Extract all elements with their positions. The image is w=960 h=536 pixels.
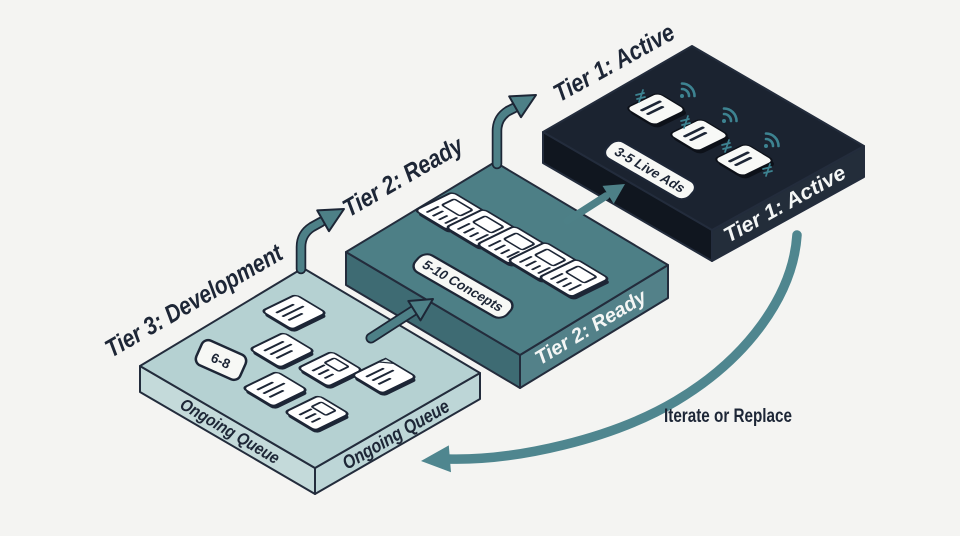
spark-icon: [680, 115, 691, 129]
elbow-arrow-tier3-to-tier2: [295, 208, 345, 275]
live-ad-icon: [670, 119, 729, 154]
tier-3-count-badge-label: 6-8: [209, 350, 233, 372]
broadcast-arcs-icon: [680, 82, 696, 98]
arrow-tier3-to-tier2: [365, 298, 434, 344]
folded-corner: [376, 357, 397, 365]
document-icon: [298, 351, 362, 389]
broadcast-arcs-icon: [764, 132, 780, 148]
tier-1-items: [627, 82, 780, 179]
live-ad-icon: [715, 144, 774, 179]
document-icon: [250, 332, 314, 370]
document-icon: [285, 395, 349, 433]
arrow-tier2-to-tier1: [563, 184, 625, 225]
tier-3-items: [243, 294, 416, 433]
document-icon: [352, 357, 416, 396]
spark-icon: [762, 163, 773, 177]
spark-icon: [721, 139, 732, 153]
concept-card-icon: [539, 259, 609, 300]
tier-3-count-badge: 6-8: [194, 338, 248, 382]
document-icon: [262, 294, 326, 332]
spark-icon: [635, 89, 646, 103]
document-icon: [243, 371, 307, 409]
elbow-arrow-tier2-to-tier1: [491, 94, 537, 170]
tier-2-items: [415, 192, 609, 300]
tier-2-platform: Tier 2: Ready 5-10 Concepts: [345, 161, 669, 389]
broadcast-arcs-icon: [722, 107, 738, 123]
loop-arrow-iterate-or-replace: [421, 230, 802, 473]
live-ad-icon: [627, 93, 686, 128]
loop-label: Iterate or Replace: [664, 406, 792, 427]
